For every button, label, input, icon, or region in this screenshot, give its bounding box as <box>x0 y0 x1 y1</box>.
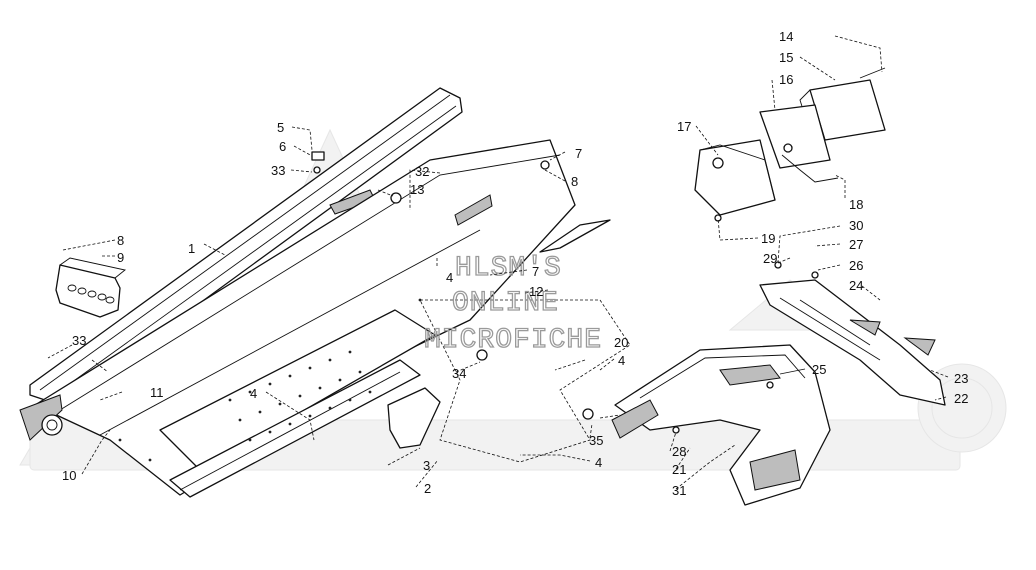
callout-35: 35 <box>589 433 603 448</box>
callout-3: 3 <box>423 458 430 473</box>
callout-6: 6 <box>279 139 286 154</box>
small-bracket-part <box>387 387 441 449</box>
tunnel-rail-part <box>29 87 463 406</box>
callout-15: 15 <box>779 50 793 65</box>
tunnel-body-part <box>19 139 611 498</box>
callout-10: 10 <box>62 468 76 483</box>
rear-bumper-part <box>611 344 831 506</box>
callout-16: 16 <box>779 72 793 87</box>
callout-27: 27 <box>849 237 863 252</box>
callout-4d: 4 <box>595 455 602 470</box>
callout-11: 11 <box>150 385 164 400</box>
callout-4c: 4 <box>618 353 625 368</box>
callout-5: 5 <box>277 120 284 135</box>
callout-4a: 4 <box>446 270 453 285</box>
callout-12: 12 <box>529 284 543 299</box>
callout-32: 32 <box>415 164 429 179</box>
callout-13: 13 <box>410 182 424 197</box>
callout-25: 25 <box>812 362 826 377</box>
callout-19: 19 <box>761 231 775 246</box>
callout-26: 26 <box>849 258 863 273</box>
callout-33b: 33 <box>72 333 86 348</box>
callout-18: 18 <box>849 197 863 212</box>
inner-plate-part <box>419 299 631 463</box>
snow-flap-part <box>759 279 946 406</box>
callout-8b: 8 <box>117 233 124 248</box>
callout-17: 17 <box>677 119 691 134</box>
tail-light-part <box>694 79 886 216</box>
vent-bracket-part <box>55 257 127 318</box>
callout-labels: 1 2 3 4 4 4 4 5 6 7 7 8 8 9 10 11 12 13 … <box>62 29 968 498</box>
callout-28: 28 <box>672 444 686 459</box>
watermark-line-2: ONLINE <box>452 288 559 319</box>
watermark-text: HLSM'S ONLINE MICROFICHE <box>423 252 602 356</box>
callout-9: 9 <box>117 250 124 265</box>
rivet-pattern <box>118 298 422 462</box>
watermark-line-3: MICROFICHE <box>424 325 602 356</box>
watermark-line-1: HLSM'S <box>455 253 562 284</box>
callout-8a: 8 <box>571 174 578 189</box>
callout-20: 20 <box>614 335 628 350</box>
fasteners <box>311 67 886 434</box>
callout-24: 24 <box>849 278 863 293</box>
callout-23: 23 <box>954 371 968 386</box>
callout-7b: 7 <box>532 264 539 279</box>
callout-4b: 4 <box>250 386 257 401</box>
callout-33a: 33 <box>271 163 285 178</box>
callout-30: 30 <box>849 218 863 233</box>
callout-14: 14 <box>779 29 793 44</box>
callout-7a: 7 <box>575 146 582 161</box>
callout-31: 31 <box>672 483 686 498</box>
callout-2: 2 <box>424 481 431 496</box>
callout-21: 21 <box>672 462 686 477</box>
callout-1: 1 <box>188 241 195 256</box>
callout-29: 29 <box>763 251 777 266</box>
callout-34: 34 <box>452 366 466 381</box>
leader-lines <box>47 35 949 490</box>
callout-22: 22 <box>954 391 968 406</box>
